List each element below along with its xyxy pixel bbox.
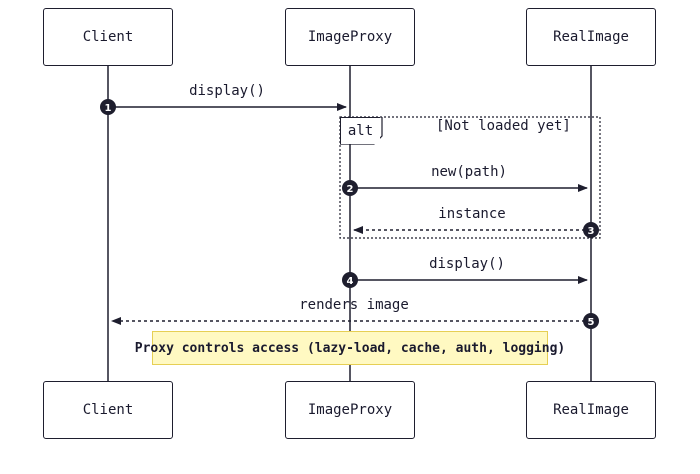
note-text: Proxy controls access (lazy-load, cache,… — [134, 340, 566, 356]
message-label-2: new(path) — [431, 164, 507, 180]
participant-client-top: Client — [43, 8, 173, 66]
message-label-4: display() — [429, 256, 505, 272]
participant-label: ImageProxy — [307, 402, 393, 418]
sequence-badge-1: 1 — [100, 99, 116, 115]
sequence-badge-4: 4 — [342, 272, 358, 288]
participant-label: Client — [82, 29, 134, 45]
badge-3-text: 3 — [588, 226, 595, 237]
sequence-badge-5: 5 — [583, 313, 599, 329]
participant-label: ImageProxy — [307, 29, 393, 45]
badge-1-text: 1 — [105, 103, 112, 114]
participant-imageproxy-top: ImageProxy — [285, 8, 415, 66]
message-label-5: renders image — [299, 297, 409, 313]
badge-2-text: 2 — [347, 184, 354, 195]
sequence-badge-3: 3 — [583, 222, 599, 238]
participant-imageproxy-bottom: ImageProxy — [285, 381, 415, 439]
participant-client-bottom: Client — [43, 381, 173, 439]
participant-realimage-top: RealImage — [526, 8, 656, 66]
participant-label: RealImage — [553, 29, 629, 45]
alt-fragment-keyword: alt — [340, 117, 380, 144]
alt-fragment-condition: [Not loaded yet] — [436, 118, 571, 134]
participant-label: Client — [82, 402, 134, 418]
note-box: Proxy controls access (lazy-load, cache,… — [135, 331, 565, 365]
badge-5-text: 5 — [588, 317, 595, 328]
participant-realimage-bottom: RealImage — [526, 381, 656, 439]
sequence-badge-2: 2 — [342, 180, 358, 196]
alt-keyword-text: alt — [347, 123, 374, 139]
participant-label: RealImage — [553, 402, 629, 418]
message-label-1: display() — [189, 83, 265, 99]
alt-fragment-box — [339, 116, 601, 239]
message-label-3: instance — [438, 206, 506, 222]
badge-4-text: 4 — [347, 276, 354, 287]
